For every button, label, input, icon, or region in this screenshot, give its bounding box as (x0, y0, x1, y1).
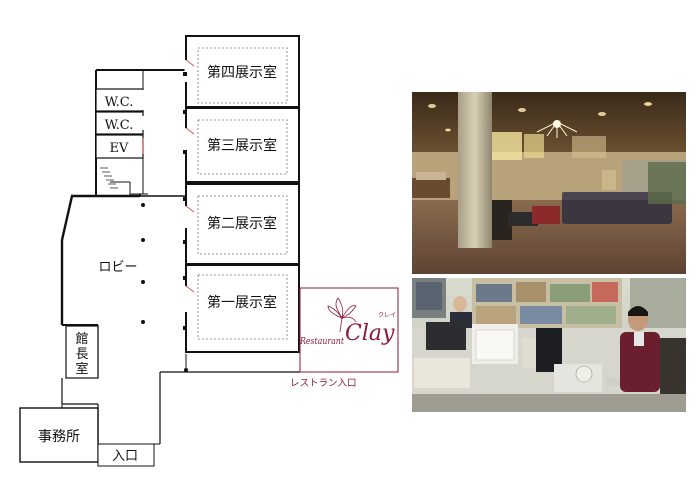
restaurant-word: Restaurant (299, 336, 344, 347)
wc-lower-label: W.C. (105, 118, 134, 133)
exhibit-room-4: 第四展示室 (184, 35, 300, 108)
lobby-photo (412, 92, 686, 274)
floor-plan: 第四展示室 第三展示室 第二展示室 第一展示室 W.C. W.C. EV (19, 35, 399, 467)
office-room: 事務所 (19, 407, 99, 463)
elevator-label: EV (110, 141, 129, 156)
entrance-label: 入口 (112, 449, 138, 464)
office-photo (412, 278, 686, 412)
exhibit-room-3: 第三展示室 (184, 107, 300, 183)
restaurant-entrance-label: レストラン入口 (290, 378, 357, 389)
exhibit-room-2: 第二展示室 (184, 183, 300, 265)
exhibit-room-1: 第一展示室 (184, 264, 300, 353)
lobby-label: ロビー (98, 260, 137, 275)
stairs-icon (100, 167, 131, 196)
exhibit-room-2-label: 第二展示室 (207, 215, 277, 232)
lobby-columns (141, 72, 188, 372)
restaurant-name: Clay (345, 321, 395, 346)
utility-stack: W.C. W.C. EV (95, 88, 145, 159)
director-room-label-2: 長 (75, 347, 88, 362)
exhibit-room-1-label: 第一展示室 (207, 294, 277, 311)
lobby-walls (60, 194, 300, 444)
director-room: 館 長 室 (65, 325, 99, 379)
director-room-label-1: 館 (75, 332, 88, 347)
exhibit-room-3-label: 第三展示室 (207, 137, 277, 154)
restaurant-kana: クレイ (378, 312, 396, 319)
exhibit-room-4-label: 第四展示室 (207, 64, 277, 81)
office-label: 事務所 (38, 429, 80, 445)
wc-upper-label: W.C. (105, 95, 134, 110)
director-room-label-3: 室 (75, 361, 88, 377)
flower-logo-icon (327, 297, 357, 333)
restaurant-area: Restaurant Clay クレイ (299, 287, 399, 373)
entrance: 入口 (97, 443, 160, 467)
